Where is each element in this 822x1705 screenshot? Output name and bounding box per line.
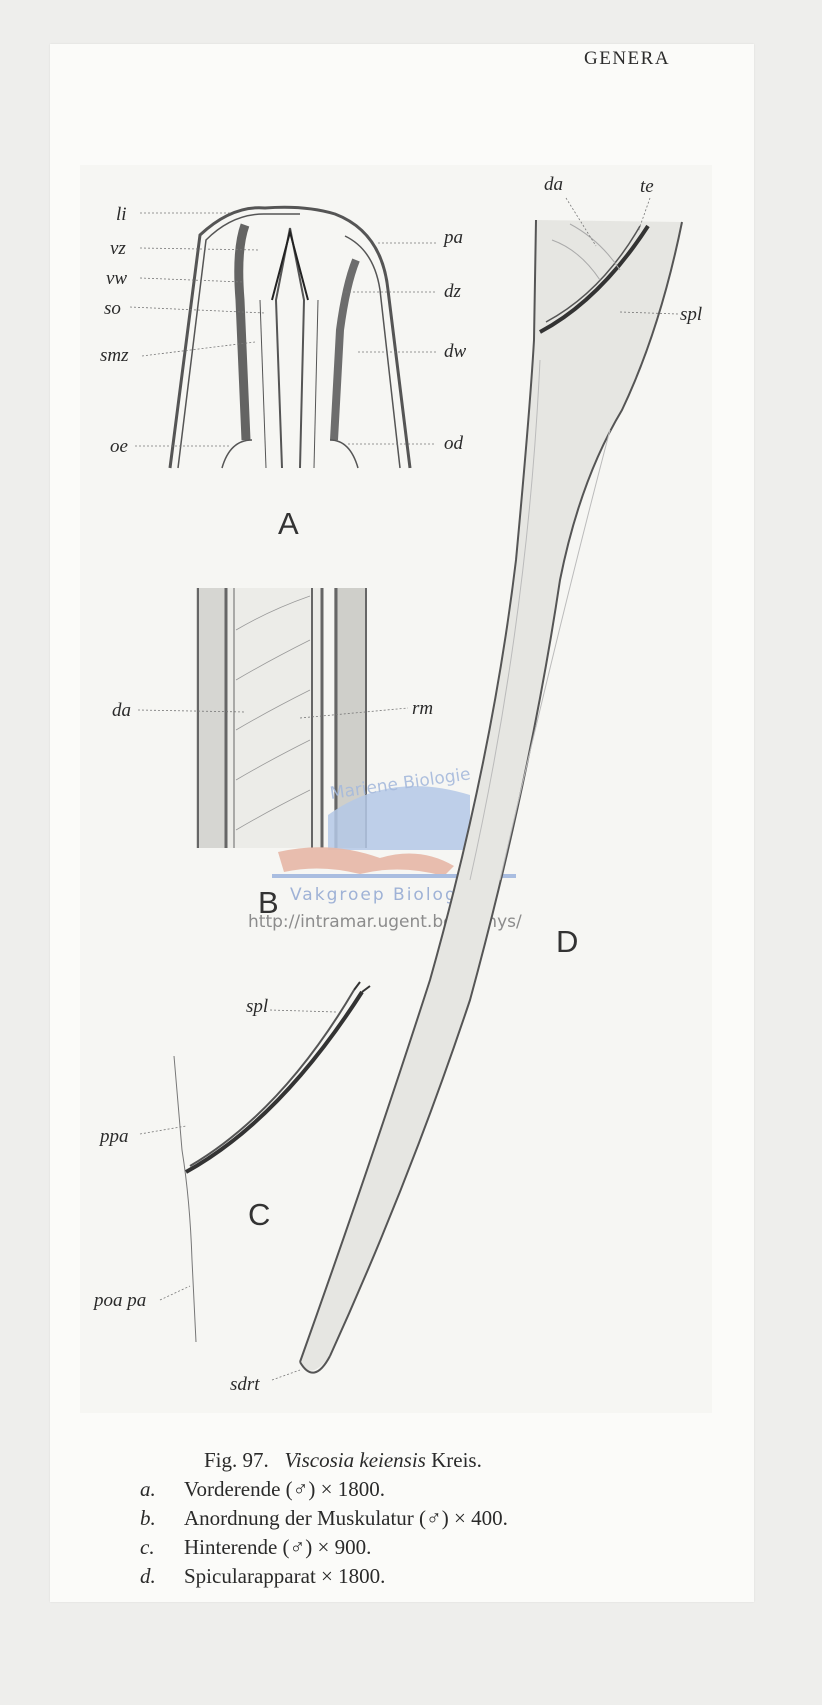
panel-letter-b: B [258, 885, 279, 920]
label-d-spl: spl [680, 304, 702, 325]
label-dz: dz [444, 281, 462, 302]
label-d-da: da [544, 174, 563, 195]
label-smz: smz [100, 345, 129, 366]
caption-title: Fig. 97. Viscosia keiensis Kreis. [140, 1446, 508, 1475]
watermark-text: Vakgroep Biologie [290, 885, 477, 905]
label-vz: vz [110, 238, 126, 259]
label-b-da: da [112, 700, 131, 721]
panel-letter-c: C [248, 1197, 270, 1232]
caption-item-a: a. Vorderende (♂) × 1800. [140, 1475, 508, 1504]
label-ppa: ppa [98, 1126, 129, 1147]
panel-letter-d: D [556, 924, 578, 959]
species-author: Kreis. [431, 1448, 482, 1472]
label-pa: pa [442, 227, 463, 248]
caption-item-c: c. Hinterende (♂) × 900. [140, 1533, 508, 1562]
label-poa-pa: poa pa [92, 1290, 146, 1311]
caption-item-d: d. Spicularapparat × 1800. [140, 1562, 508, 1591]
figure-caption: Fig. 97. Viscosia keiensis Kreis. a. Vor… [140, 1446, 508, 1591]
species-name: Viscosia keiensis [285, 1448, 426, 1472]
fig-number: Fig. 97. [204, 1448, 269, 1472]
label-vw: vw [106, 268, 127, 289]
label-od: od [444, 433, 464, 454]
panel-letter-a: A [278, 506, 299, 541]
label-rm: rm [412, 698, 433, 719]
label-so: so [104, 298, 121, 319]
label-li: li [116, 204, 127, 225]
panel-c-leaders [140, 1010, 336, 1300]
label-te: te [640, 176, 654, 197]
label-sdrt: sdrt [230, 1374, 260, 1395]
panel-a-drawing [170, 207, 410, 468]
label-c-spl: spl [246, 996, 268, 1017]
caption-item-b: b. Anordnung der Muskulatur (♂) × 400. [140, 1504, 508, 1533]
label-oe: oe [110, 436, 128, 457]
label-dw: dw [444, 341, 467, 362]
